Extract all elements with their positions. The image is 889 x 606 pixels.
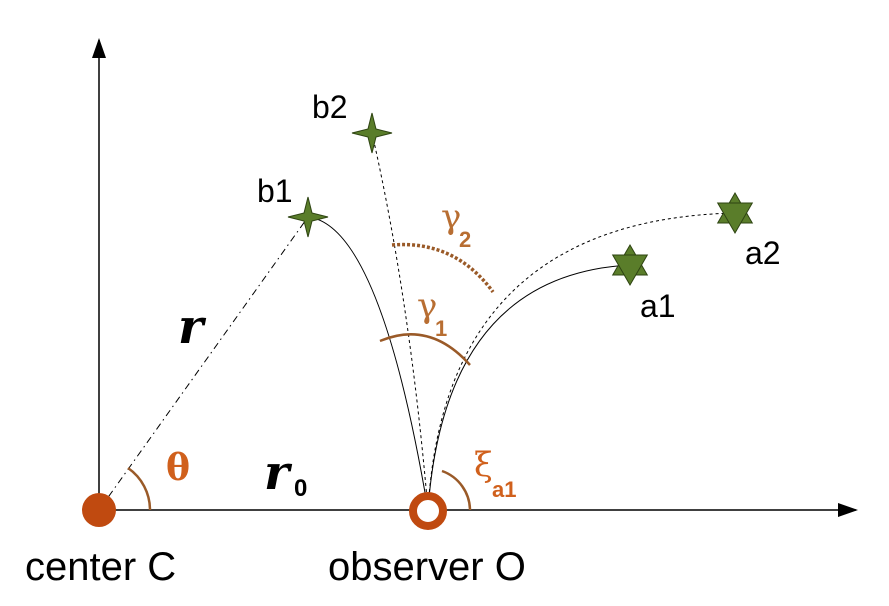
curve-to-a1	[427, 264, 631, 511]
r0-subscript: 0	[294, 475, 307, 502]
xi-label: ξ	[474, 445, 493, 485]
curve-to-a2	[427, 212, 736, 511]
xi-arc	[441, 469, 472, 511]
theta-label: θ	[166, 447, 190, 489]
gamma1-arc	[379, 333, 471, 366]
b2-star-icon	[351, 112, 393, 154]
theta-arc	[127, 466, 152, 511]
observer-label: observer O	[328, 545, 526, 589]
radius-line	[98, 216, 309, 511]
gamma2-label: γ	[441, 197, 461, 237]
gamma1-label: γ	[417, 286, 437, 326]
observer-ring-icon	[409, 492, 447, 530]
gamma1-subscript: 1	[435, 316, 447, 341]
b2-label: b2	[312, 89, 348, 125]
r0-label: r	[264, 445, 293, 501]
b1-label: b1	[257, 173, 293, 209]
xi-subscript: a1	[492, 477, 516, 502]
curve-to-b1	[307, 216, 429, 511]
center-dot-icon	[82, 493, 116, 527]
gamma2-arc	[391, 242, 495, 294]
a1-star-icon	[611, 243, 649, 287]
a1-label: a1	[640, 288, 676, 324]
gamma2-subscript: 2	[459, 227, 471, 252]
a2-star-icon	[716, 191, 754, 235]
curve-to-b2	[371, 132, 429, 511]
center-label: center C	[25, 545, 176, 589]
r-label: r	[178, 299, 207, 355]
b1-star-icon	[287, 196, 329, 238]
a2-label: a2	[745, 235, 781, 271]
